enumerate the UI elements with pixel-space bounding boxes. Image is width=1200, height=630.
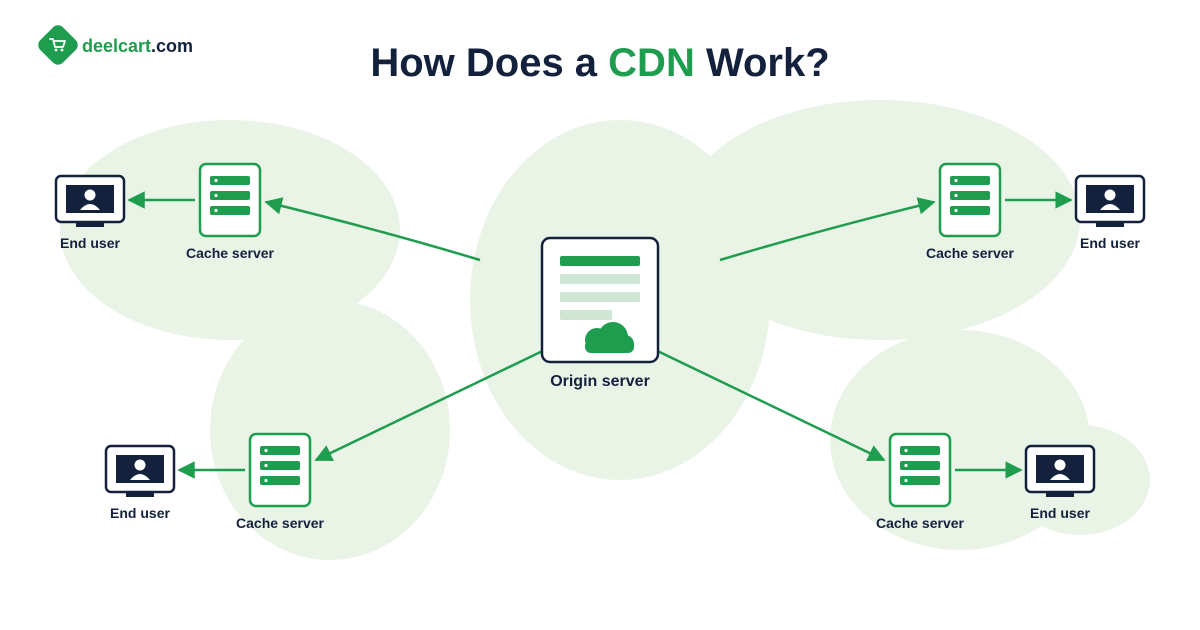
arrow-origin-to-cache-top-right	[719, 197, 936, 262]
monitor-user-icon	[54, 174, 126, 227]
brand-name: deelcart.com	[82, 36, 193, 56]
end-user-bottom-left: End user	[104, 444, 176, 521]
end-user-bottom-right: End user	[1024, 444, 1096, 521]
end-user-label: End user	[1080, 235, 1140, 251]
server-rack-icon	[938, 162, 1002, 238]
document-cloud-icon	[540, 236, 660, 364]
monitor-user-icon	[104, 444, 176, 497]
end-user-label: End user	[60, 235, 120, 251]
brand-name-main: deelcart	[82, 36, 151, 56]
cache-server-top-left: Cache server	[186, 162, 275, 261]
arrow-origin-to-cache-top-left	[264, 197, 481, 262]
cache-server-label: Cache server	[926, 245, 1015, 261]
cache-server-top-right: Cache server	[926, 162, 1015, 261]
origin-server-label: Origin server	[550, 373, 650, 390]
arrow-origin-to-cache-bottom-right	[644, 343, 886, 462]
monitor-user-icon	[1024, 444, 1096, 497]
end-user-label: End user	[1030, 505, 1090, 521]
server-rack-icon	[888, 432, 952, 508]
title-suffix: Work?	[695, 41, 830, 85]
page-title: How Does a CDN Work?	[370, 41, 829, 85]
shopping-cart-glyph	[49, 38, 66, 48]
origin-server: Origin server	[540, 236, 660, 390]
title-highlight: CDN	[608, 41, 695, 85]
end-user-top-left: End user	[54, 174, 126, 251]
end-user-top-right: End user	[1074, 174, 1146, 251]
brand-name-suffix: .com	[151, 36, 193, 56]
blob-top-right	[680, 100, 1080, 340]
title-prefix: How Does a	[370, 41, 608, 85]
connections	[127, 191, 1073, 479]
end-user-label: End user	[110, 505, 170, 521]
background-blobs	[60, 100, 1150, 560]
cache-server-label: Cache server	[186, 245, 275, 261]
arrow-origin-to-cache-bottom-left	[314, 343, 556, 462]
cache-server-bottom-right: Cache server	[876, 432, 965, 531]
shopping-cart-icon	[38, 25, 78, 65]
monitor-user-icon	[1074, 174, 1146, 227]
server-rack-icon	[198, 162, 262, 238]
cache-server-label: Cache server	[876, 515, 965, 531]
cache-server-bottom-left: Cache server	[236, 432, 325, 531]
cache-server-label: Cache server	[236, 515, 325, 531]
brand-logo[interactable]: deelcart.com	[35, 22, 193, 67]
server-rack-icon	[248, 432, 312, 508]
